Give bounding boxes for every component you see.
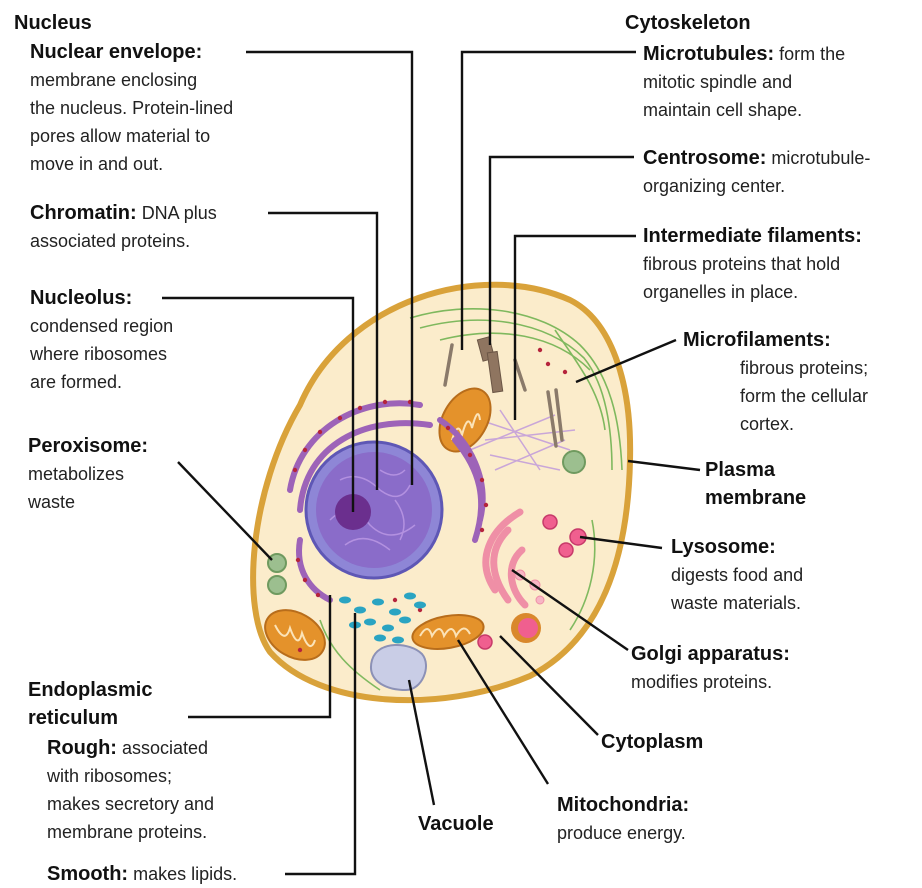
desc-nuclear-envelope-1: membrane enclosing — [30, 70, 197, 90]
label-microtubules: Microtubules: form the mitotic spindle a… — [643, 40, 845, 124]
label-golgi: Golgi apparatus: modifies proteins. — [631, 640, 790, 696]
label-rough-er: Rough: associated with ribosomes; makes … — [47, 734, 214, 846]
desc-chromatin-1: DNA plus — [142, 203, 217, 223]
label-mitochondria: Mitochondria: produce energy. — [557, 791, 689, 847]
term-smooth-er: Smooth: — [47, 863, 128, 885]
term-plasma-membrane-2: membrane — [705, 487, 806, 509]
desc-microfilaments: fibrous proteins; form the cellular cort… — [740, 354, 868, 438]
desc-rough-er-2: with ribosomes; — [47, 766, 172, 786]
term-chromatin: Chromatin: — [30, 202, 137, 224]
desc-peroxisome-2: waste — [28, 492, 75, 512]
label-endoplasmic-reticulum: Endoplasmic reticulum — [28, 676, 152, 732]
term-mitochondria: Mitochondria: — [557, 794, 689, 816]
label-lysosome: Lysosome: digests food and waste materia… — [671, 533, 803, 617]
label-nucleolus: Nucleolus: condensed region where riboso… — [30, 284, 173, 396]
desc-microtubules-3: maintain cell shape. — [643, 100, 802, 120]
term-centrosome: Centrosome: — [643, 147, 766, 169]
label-chromatin: Chromatin: DNA plus associated proteins. — [30, 199, 217, 255]
desc-rough-er-1: associated — [122, 738, 208, 758]
desc-lysosome-1: digests food and — [671, 565, 803, 585]
desc-peroxisome-1: metabolizes — [28, 464, 124, 484]
desc-nucleolus-3: are formed. — [30, 372, 122, 392]
vacuole — [371, 645, 426, 690]
desc-nuclear-envelope-2: the nucleus. Protein-lined — [30, 98, 233, 118]
desc-nucleolus-1: condensed region — [30, 316, 173, 336]
desc-microfilaments-2: form the cellular — [740, 386, 868, 406]
desc-nuclear-envelope-3: pores allow material to — [30, 126, 210, 146]
term-plasma-membrane-1: Plasma — [705, 459, 775, 481]
desc-intermediate-filaments-2: organelles in place. — [643, 282, 798, 302]
desc-intermediate-filaments-1: fibrous proteins that hold — [643, 254, 840, 274]
desc-rough-er-4: membrane proteins. — [47, 822, 207, 842]
term-endoplasmic-reticulum-2: reticulum — [28, 707, 118, 729]
label-plasma-membrane: Plasma membrane — [705, 456, 806, 512]
cytoskeleton-header: Cytoskeleton — [625, 12, 751, 35]
secretory-vesicle — [511, 613, 541, 643]
desc-microfilaments-1: fibrous proteins; — [740, 358, 868, 378]
term-vacuole: Vacuole — [418, 813, 494, 835]
label-nuclear-envelope: Nuclear envelope: membrane enclosing the… — [30, 38, 233, 178]
label-vacuole: Vacuole — [418, 810, 494, 838]
label-intermediate-filaments: Intermediate filaments: fibrous proteins… — [643, 222, 862, 306]
term-cytoplasm: Cytoplasm — [601, 731, 703, 753]
desc-microfilaments-3: cortex. — [740, 414, 794, 434]
term-peroxisome: Peroxisome: — [28, 435, 148, 457]
desc-nuclear-envelope-4: move in and out. — [30, 154, 163, 174]
term-lysosome: Lysosome: — [671, 536, 776, 558]
label-peroxisome: Peroxisome: metabolizes waste — [28, 432, 148, 516]
term-nuclear-envelope: Nuclear envelope: — [30, 41, 202, 63]
label-centrosome: Centrosome: microtubule- organizing cent… — [643, 144, 870, 200]
nucleus-header: Nucleus — [14, 12, 92, 35]
label-cytoplasm: Cytoplasm — [601, 728, 703, 756]
term-endoplasmic-reticulum-1: Endoplasmic — [28, 679, 152, 701]
desc-centrosome-1: microtubule- — [771, 148, 870, 168]
term-microfilaments: Microfilaments: — [683, 329, 831, 351]
term-golgi: Golgi apparatus: — [631, 643, 790, 665]
desc-chromatin-2: associated proteins. — [30, 231, 190, 251]
desc-mitochondria: produce energy. — [557, 823, 686, 843]
nucleoplasm — [316, 452, 432, 568]
leader-plasma-membrane — [628, 461, 700, 470]
term-nucleolus: Nucleolus: — [30, 287, 132, 309]
desc-golgi: modifies proteins. — [631, 672, 772, 692]
desc-nucleolus-2: where ribosomes — [30, 344, 167, 364]
label-microfilaments: Microfilaments: — [683, 326, 831, 354]
term-intermediate-filaments: Intermediate filaments: — [643, 225, 862, 247]
desc-smooth-er: makes lipids. — [133, 864, 237, 884]
term-rough-er: Rough: — [47, 737, 117, 759]
desc-rough-er-3: makes secretory and — [47, 794, 214, 814]
desc-lysosome-2: waste materials. — [671, 593, 801, 613]
desc-centrosome-2: organizing center. — [643, 176, 785, 196]
term-microtubules: Microtubules: — [643, 43, 774, 65]
desc-microtubules-1: form the — [779, 44, 845, 64]
desc-microtubules-2: mitotic spindle and — [643, 72, 792, 92]
